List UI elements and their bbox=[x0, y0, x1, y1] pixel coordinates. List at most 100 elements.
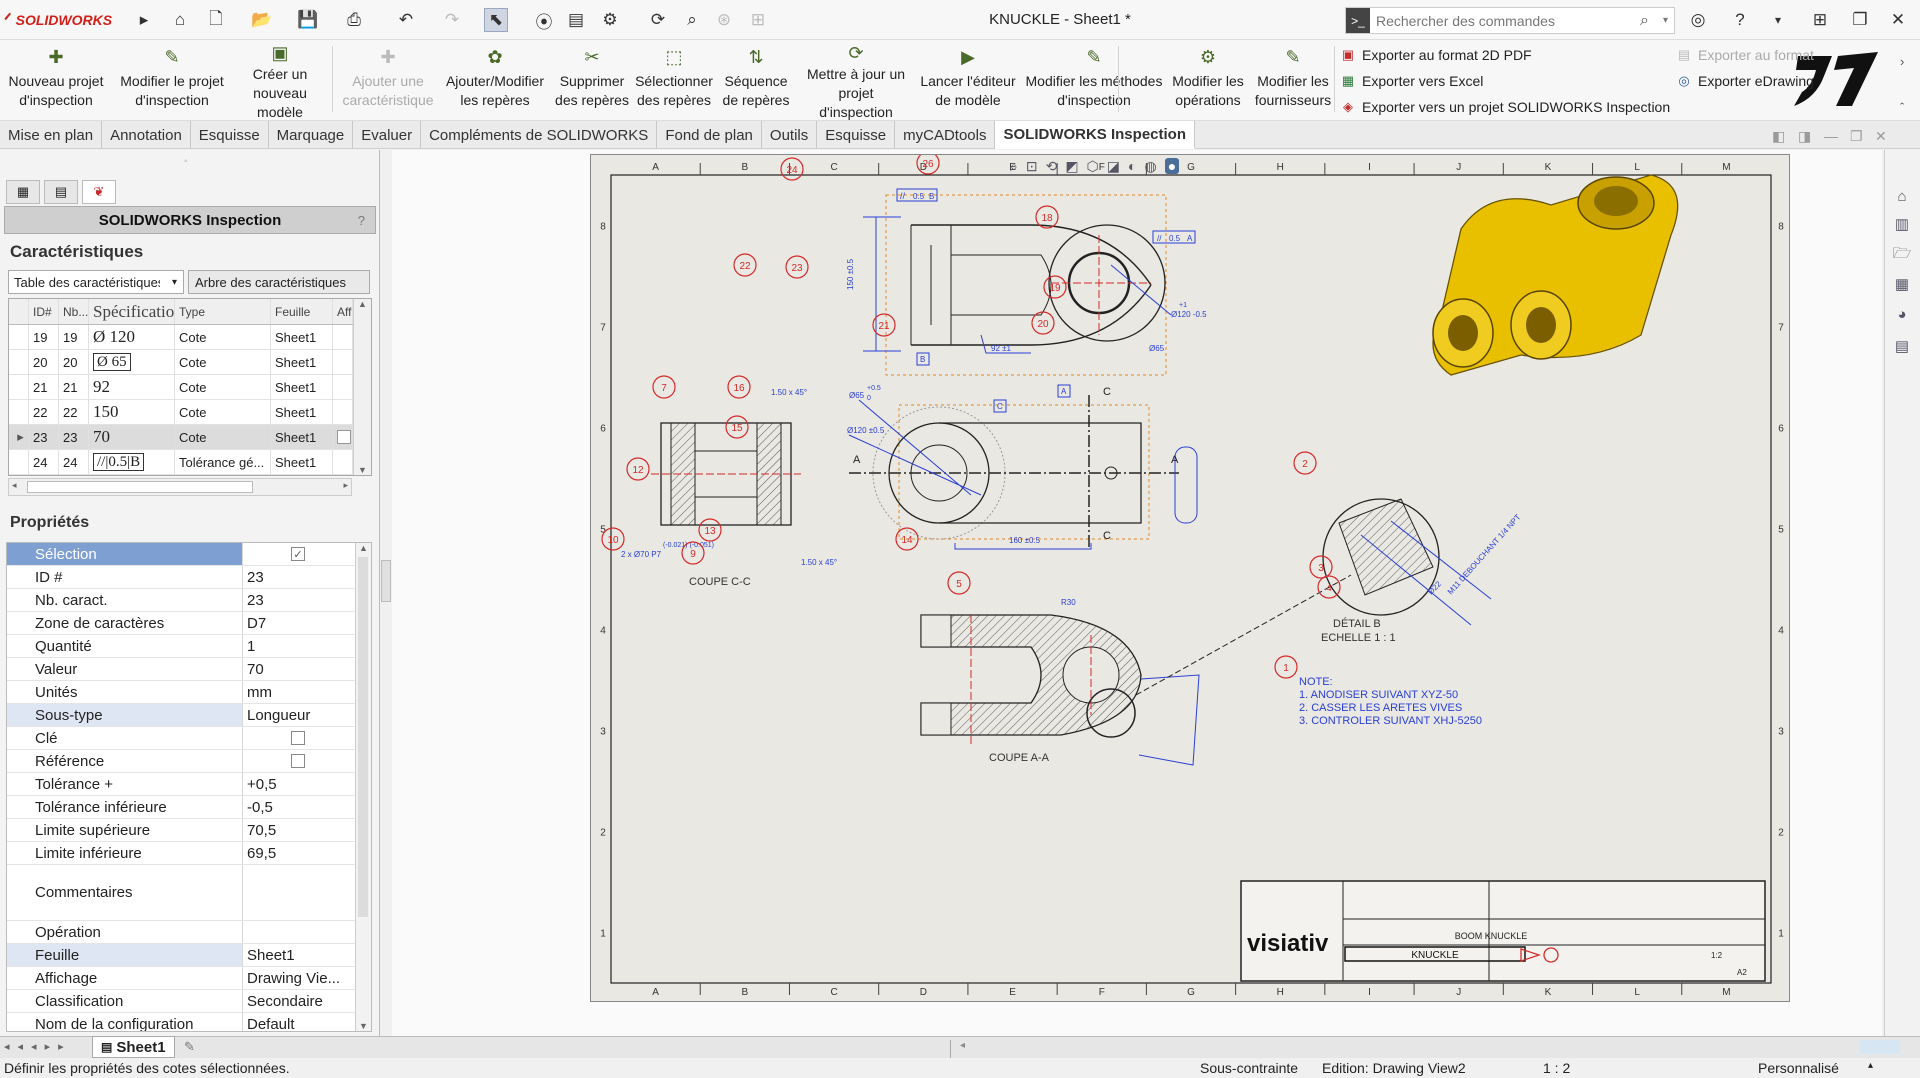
print-icon[interactable]: ⎙ bbox=[347, 10, 361, 29]
property-value[interactable]: D7 bbox=[243, 612, 371, 634]
inspection-balloon[interactable]: 20 bbox=[1031, 311, 1055, 335]
add-characteristic-button[interactable]: ✚Ajouter une caractéristique bbox=[338, 44, 438, 118]
horizontal-scroll-left-icon[interactable]: ◂ bbox=[960, 1040, 966, 1051]
custom-properties-icon[interactable]: ▤ bbox=[1894, 338, 1910, 355]
tab-mycadtools[interactable]: myCADtools bbox=[895, 121, 996, 149]
save-icon[interactable]: 💾 bbox=[297, 10, 319, 29]
property-value[interactable] bbox=[243, 750, 371, 772]
property-value[interactable]: 70 bbox=[243, 658, 371, 680]
viewport-icon-1[interactable]: ◧ bbox=[1772, 128, 1786, 144]
excel-button[interactable]: ▦Exporter vers Excel bbox=[1340, 70, 1484, 92]
select-balloons-button[interactable]: ⬚Sélectionner des repères bbox=[632, 44, 716, 118]
column-header[interactable]: Type bbox=[175, 299, 271, 324]
sheet-tab-sheet1[interactable]: ▤Sheet1 bbox=[92, 1036, 175, 1058]
property-value[interactable]: Default bbox=[243, 1013, 371, 1032]
edit-project-button[interactable]: ✎Modifier le projet d'inspection bbox=[112, 44, 232, 118]
inspection-balloon[interactable]: 1 bbox=[1274, 655, 1298, 679]
expand-menu-icon[interactable]: ▸ bbox=[139, 10, 149, 29]
inspection-methods-button[interactable]: ✎Modifier les méthodes d'inspection bbox=[1024, 44, 1164, 118]
previous-view-icon[interactable]: ⟲ bbox=[1045, 157, 1058, 174]
property-value[interactable]: Secondaire bbox=[243, 990, 371, 1012]
panel-help-icon[interactable]: ? bbox=[357, 212, 365, 228]
inspection-balloon[interactable]: 9 bbox=[681, 541, 705, 565]
minimize-view-icon[interactable]: — bbox=[1824, 128, 1838, 144]
tab-esquisse[interactable]: Esquisse bbox=[817, 121, 896, 149]
edrawing-button[interactable]: ◎Exporter eDrawing bbox=[1676, 70, 1814, 92]
new-project-button[interactable]: ✚Nouveau projet d'inspection bbox=[4, 44, 108, 118]
tab-mise-en-plan[interactable]: Mise en plan bbox=[0, 121, 103, 149]
inspection-balloon[interactable]: 19 bbox=[1043, 275, 1067, 299]
column-header[interactable]: Aff bbox=[333, 299, 353, 324]
panel-collapse-handle[interactable] bbox=[381, 560, 391, 602]
scroll-down-icon[interactable]: ▼ bbox=[359, 1021, 368, 1031]
column-header[interactable]: Feuille bbox=[271, 299, 333, 324]
property-value[interactable]: 23 bbox=[243, 566, 371, 588]
horizontal-scroll-thumb[interactable] bbox=[1860, 1040, 1900, 1054]
tab-esquisse[interactable]: Esquisse bbox=[191, 121, 269, 149]
column-header[interactable]: Spécification bbox=[89, 299, 175, 324]
inspection-balloon[interactable]: 24 bbox=[780, 157, 804, 181]
inspection-balloon[interactable]: 22 bbox=[733, 253, 757, 277]
add-sheet-icon[interactable]: ✎ bbox=[184, 1039, 195, 1054]
inspection-balloon[interactable]: 2 bbox=[1293, 451, 1317, 475]
new-template-button[interactable]: ▣Créer un nouveau modèle bbox=[230, 44, 330, 121]
scroll-up-icon[interactable]: ▲ bbox=[359, 543, 368, 553]
tab-evaluer[interactable]: Evaluer bbox=[353, 121, 422, 149]
property-value[interactable]: Longueur bbox=[243, 704, 371, 726]
scroll-thumb[interactable] bbox=[358, 557, 368, 917]
add-balloons-button[interactable]: ✿Ajouter/Modifier les repères bbox=[440, 44, 550, 118]
properties-scrollbar[interactable]: ▲ ▼ bbox=[355, 543, 371, 1031]
inspection-balloon[interactable]: 21 bbox=[872, 313, 896, 337]
property-value[interactable]: 70,5 bbox=[243, 819, 371, 841]
inspection-balloon[interactable]: 7 bbox=[652, 375, 676, 399]
property-value[interactable] bbox=[243, 865, 371, 920]
property-value[interactable]: ✓ bbox=[243, 543, 371, 565]
view-palette-icon[interactable]: ▦ bbox=[1894, 276, 1910, 293]
property-checkbox[interactable] bbox=[291, 754, 305, 768]
view-orientation-icon[interactable]: ⬡ bbox=[1086, 157, 1099, 174]
section-c-c[interactable]: COUPE C-C2 x Ø70 P7(-0.021) (-0.051)1.50… bbox=[621, 388, 837, 588]
property-value[interactable]: -0,5 bbox=[243, 796, 371, 818]
tab-solidworks-inspection[interactable]: SOLIDWORKS Inspection bbox=[995, 121, 1195, 149]
inspection-balloon[interactable]: 3 bbox=[1309, 555, 1333, 579]
restore-view-icon[interactable]: ❐ bbox=[1850, 128, 1863, 144]
characteristics-view-dropdown[interactable]: Table des caractéristiques▾ bbox=[8, 270, 184, 294]
help-dropdown-icon[interactable]: ▾ bbox=[1774, 13, 1782, 27]
options-gear-icon[interactable]: ⚙ bbox=[602, 10, 618, 29]
inspection-tab-icon[interactable]: ❦ bbox=[82, 180, 116, 204]
template-editor-button[interactable]: ▶Lancer l'éditeur de modèle bbox=[916, 44, 1020, 118]
property-value[interactable]: 23 bbox=[243, 589, 371, 611]
open-folder-icon[interactable]: 📂 bbox=[251, 10, 273, 29]
property-value[interactable]: Drawing Vie... bbox=[243, 967, 371, 989]
scroll-up-icon[interactable]: ▲ bbox=[358, 299, 367, 309]
panel-grip-icon[interactable]: ◦ bbox=[184, 156, 188, 167]
inspection-balloon[interactable]: 12 bbox=[626, 457, 650, 481]
close-view-icon[interactable]: ✕ bbox=[1875, 128, 1887, 144]
tab-annotation[interactable]: Annotation bbox=[102, 121, 191, 149]
inspection-balloon[interactable]: 14 bbox=[895, 527, 919, 551]
select-pointer-icon[interactable]: ⬉ bbox=[484, 8, 508, 32]
isometric-view[interactable] bbox=[1432, 174, 1679, 376]
home-icon[interactable]: ⌂ bbox=[174, 10, 186, 29]
tab-compl-ments-de-solidworks[interactable]: Compléments de SOLIDWORKS bbox=[421, 121, 658, 149]
inspection-balloon[interactable]: 26 bbox=[916, 155, 940, 175]
vendors-button[interactable]: ✎Modifier les fournisseurs bbox=[1250, 44, 1336, 118]
undo-icon[interactable]: ↶ bbox=[398, 10, 414, 29]
status-units-dropdown-icon[interactable]: ▴ bbox=[1868, 1060, 1874, 1071]
zoom-to-fit-icon[interactable]: ⌕ bbox=[1010, 157, 1018, 174]
sheet-nav-arrows-icon[interactable]: ◂◂◂▸▸ bbox=[4, 1041, 72, 1053]
property-manager-tab-icon[interactable]: ▤ bbox=[44, 180, 78, 204]
file-properties-icon[interactable]: ▤ bbox=[567, 10, 585, 29]
zoom-sheet-icon[interactable]: ⌕ bbox=[687, 10, 697, 29]
inspection-balloon[interactable]: 23 bbox=[785, 255, 809, 279]
scroll-thumb[interactable] bbox=[27, 481, 253, 493]
